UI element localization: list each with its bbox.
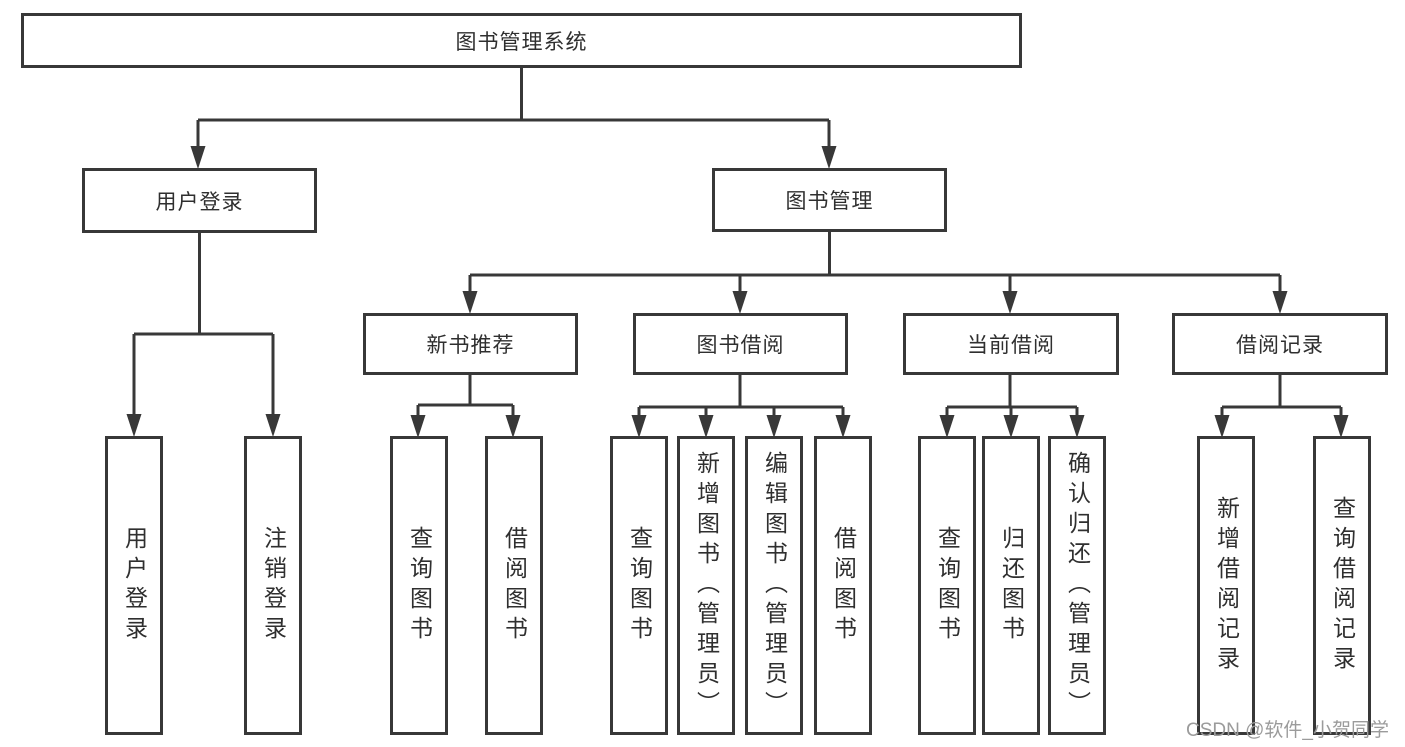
node-label: 图书管理: [785, 190, 874, 213]
arrowhead: [1069, 415, 1085, 438]
connector-current-borrow: [939, 375, 1085, 438]
leaf-label: 查询图书: [934, 525, 961, 646]
node-current-borrow: 当前借阅: [903, 313, 1119, 375]
leaf-user-login: 用户登录: [105, 436, 163, 735]
connector-new-book-recommend: [410, 375, 521, 438]
node-label: 当前借阅: [967, 334, 1055, 357]
node-new-book-recommend: 新书推荐: [363, 313, 578, 375]
arrowhead: [126, 414, 142, 437]
leaf-confirm-return-admin: 确认归还（管理员）: [1048, 436, 1106, 735]
leaf-edit-books-admin: 编辑图书（管理员）: [745, 436, 803, 735]
csdn-watermark: CSDN @软件_小贺同学: [1186, 720, 1389, 741]
leaf-query-books: 查询图书: [390, 436, 448, 735]
arrowhead: [505, 415, 521, 438]
arrowhead: [732, 291, 748, 314]
leaf-query-books: 查询图书: [918, 436, 976, 735]
connector-book-management: [462, 230, 1288, 314]
leaf-label: 用户登录: [121, 525, 148, 646]
node-book-management: 图书管理: [712, 168, 947, 232]
leaf-label: 借阅图书: [501, 525, 528, 646]
arrowhead: [1272, 291, 1288, 314]
node-user-login: 用户登录: [82, 168, 317, 233]
leaf-label: 确认归还（管理员）: [1064, 450, 1091, 721]
arrowhead: [835, 415, 851, 438]
node-root-system: 图书管理系统: [21, 13, 1022, 68]
node-borrow-records: 借阅记录: [1172, 313, 1388, 375]
leaf-label: 注销登录: [260, 525, 287, 646]
connector-book-borrow: [631, 375, 851, 438]
leaf-query-books: 查询图书: [610, 436, 668, 735]
leaf-borrow-books: 借阅图书: [485, 436, 543, 735]
arrowhead: [939, 415, 955, 438]
node-label: 用户登录: [155, 190, 244, 214]
arrowhead: [410, 415, 426, 438]
leaf-borrow-books: 借阅图书: [814, 436, 872, 735]
leaf-label: 查询图书: [406, 525, 433, 646]
arrowhead: [821, 146, 837, 169]
arrowhead: [265, 414, 281, 437]
leaf-logout: 注销登录: [244, 436, 302, 735]
arrowhead: [698, 415, 714, 438]
leaf-label: 查询借阅记录: [1329, 495, 1356, 676]
leaf-label: 新增图书（管理员）: [693, 450, 720, 721]
arrowhead: [1333, 415, 1349, 438]
arrowhead: [766, 415, 782, 438]
connector-borrow-records: [1214, 375, 1349, 438]
leaf-query-borrow-record: 查询借阅记录: [1313, 436, 1371, 735]
arrowhead: [1002, 291, 1018, 314]
leaf-add-books-admin: 新增图书（管理员）: [677, 436, 735, 735]
node-label: 图书借阅: [696, 334, 785, 357]
node-label: 图书管理系统: [455, 30, 588, 54]
leaf-add-borrow-record: 新增借阅记录: [1197, 436, 1255, 735]
arrowhead: [462, 291, 478, 314]
leaf-label: 编辑图书（管理员）: [761, 450, 788, 721]
arrowhead: [190, 146, 206, 169]
leaf-label: 查询图书: [626, 525, 653, 646]
node-label: 借阅记录: [1236, 334, 1324, 357]
arrowhead: [1214, 415, 1230, 438]
connector-user-login: [126, 231, 281, 437]
leaf-label: 归还图书: [998, 525, 1025, 646]
leaf-return-books: 归还图书: [982, 436, 1040, 735]
leaf-label: 借阅图书: [830, 525, 857, 646]
arrowhead: [631, 415, 647, 438]
arrowhead: [1003, 415, 1019, 438]
node-book-borrow: 图书借阅: [633, 313, 848, 375]
leaf-label: 新增借阅记录: [1213, 495, 1240, 676]
connector-root: [190, 68, 837, 169]
node-label: 新书推荐: [426, 334, 515, 357]
